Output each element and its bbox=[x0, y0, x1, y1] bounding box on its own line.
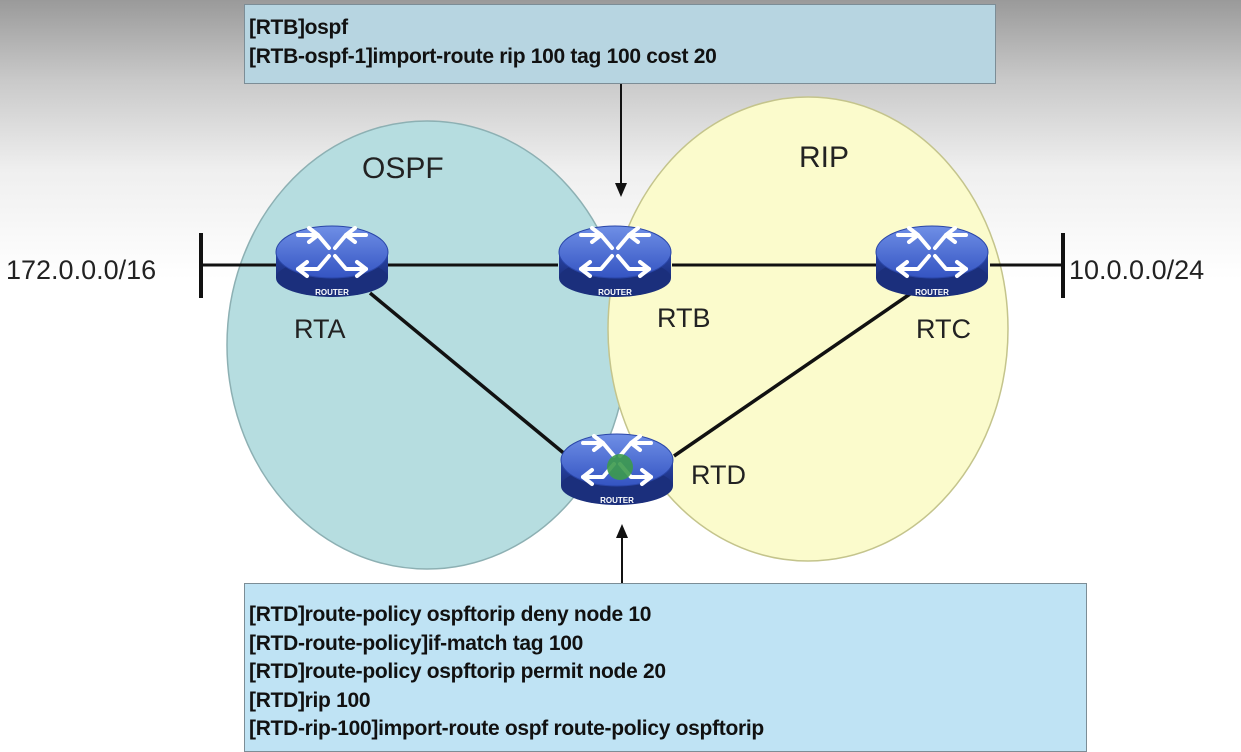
rtd-command-line: [RTD]rip 100 bbox=[249, 688, 371, 712]
router-rtc-label: RTC bbox=[916, 314, 971, 344]
ospf-area-label: OSPF bbox=[362, 152, 444, 185]
rtd-command-line: [RTD-route-policy]if-match tag 100 bbox=[249, 631, 583, 655]
router-rtb-label: RTB bbox=[657, 303, 711, 333]
router-rtb-badge: ROUTER bbox=[598, 288, 632, 297]
rtb-command-line: [RTB]ospf bbox=[249, 16, 348, 39]
rip-area bbox=[607, 96, 1009, 562]
rtb-command-box: [RTB]ospf [RTB-ospf-1]import-route rip 1… bbox=[244, 4, 996, 84]
link-rtc-rtd bbox=[673, 292, 911, 458]
left-network-label: 172.0.0.0/16 bbox=[6, 255, 156, 285]
ospf-area bbox=[226, 120, 628, 570]
link-rta-rtd bbox=[368, 291, 568, 457]
rtd-command-line: [RTD]route-policy ospftorip deny node 10 bbox=[249, 603, 652, 626]
bottom-command-arrowhead bbox=[616, 524, 628, 538]
rtd-command-line: [RTD]route-policy ospftorip permit node … bbox=[249, 660, 666, 683]
router-rtb-icon: ROUTER bbox=[557, 224, 673, 299]
router-rtc-icon: ROUTER bbox=[874, 224, 990, 299]
rtb-command-line: [RTB-ospf-1]import-route rip 100 tag 100… bbox=[249, 45, 717, 68]
router-rtd-badge: ROUTER bbox=[600, 496, 634, 505]
router-rta-icon: ROUTER bbox=[274, 224, 390, 299]
router-rtd-icon: ROUTER bbox=[559, 432, 675, 507]
rtd-command-box: [RTD]route-policy ospftorip deny node 10… bbox=[244, 583, 1087, 752]
router-rta-badge: ROUTER bbox=[315, 288, 349, 297]
top-command-arrowhead bbox=[615, 183, 627, 197]
router-rtd-label: RTD bbox=[691, 460, 746, 490]
right-network-label: 10.0.0.0/24 bbox=[1069, 255, 1204, 285]
rip-area-label: RIP bbox=[799, 141, 849, 174]
router-rtc-badge: ROUTER bbox=[915, 288, 949, 297]
router-rtd-marker-icon bbox=[607, 454, 633, 480]
rtd-command-line: [RTD-rip-100]import-route ospf route-pol… bbox=[249, 717, 764, 740]
router-rta-label: RTA bbox=[294, 314, 346, 344]
